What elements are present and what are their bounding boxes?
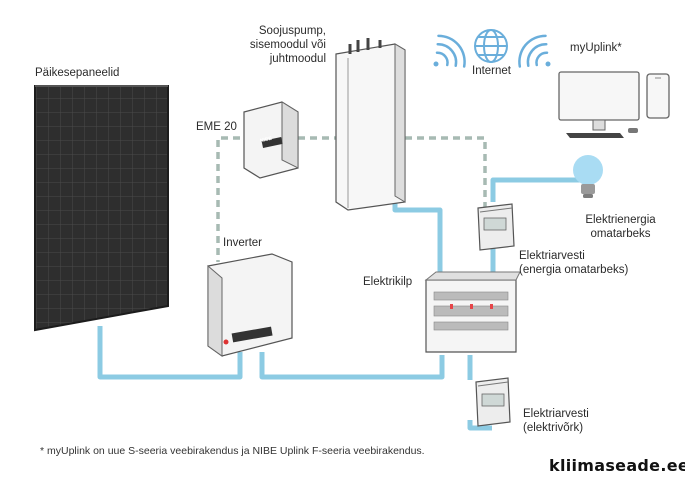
wifi-icon-left	[433, 34, 466, 68]
inverter-device	[207, 253, 293, 357]
footnote: * myUplink on uue S-seeria veebirakendus…	[40, 445, 425, 457]
data-line-heatpump-to-meter	[405, 136, 487, 208]
solar-panels-label: Päikesepaneelid	[35, 67, 120, 79]
eme-label: EME 20	[196, 121, 237, 133]
power-line-panel-to-inverter	[97, 326, 243, 380]
data-lines	[216, 136, 487, 262]
phone-icon	[646, 73, 670, 119]
power-line-inverter-to-switchboard	[259, 352, 445, 380]
solar-panel	[34, 85, 169, 332]
monitor-icon	[558, 71, 640, 138]
energy-self-label: Elektrienergia omatarbeks	[585, 214, 656, 240]
eme-device	[243, 101, 299, 179]
switchboard-label: Elektrikilp	[363, 276, 413, 288]
meter-self-device	[477, 203, 515, 251]
globe-icon	[474, 29, 508, 63]
power-line-meter-grid	[467, 420, 492, 431]
switchboard-device	[424, 271, 521, 353]
meter-self-label: Elektriarvesti (energia omatarbeks)	[519, 250, 629, 276]
heat-pump-device	[335, 38, 406, 211]
power-line-meter-self-to-bulb	[490, 177, 580, 202]
internet-label: Internet	[472, 65, 511, 77]
power-line-heatpump-to-switchboard	[392, 196, 443, 278]
bulb-icon	[573, 155, 603, 198]
myuplink-label: myUplink*	[570, 42, 622, 54]
heat-pump-label: Soojuspump, sisemoodul või juhtmoodul	[249, 25, 326, 65]
inverter-label: Inverter	[223, 237, 262, 249]
meter-grid-device	[475, 377, 511, 427]
watermark: kliimaseade.ee	[549, 456, 685, 475]
meter-grid-label: Elektriarvesti (elektrivõrk)	[523, 408, 589, 434]
wifi-icon-right	[518, 34, 551, 68]
